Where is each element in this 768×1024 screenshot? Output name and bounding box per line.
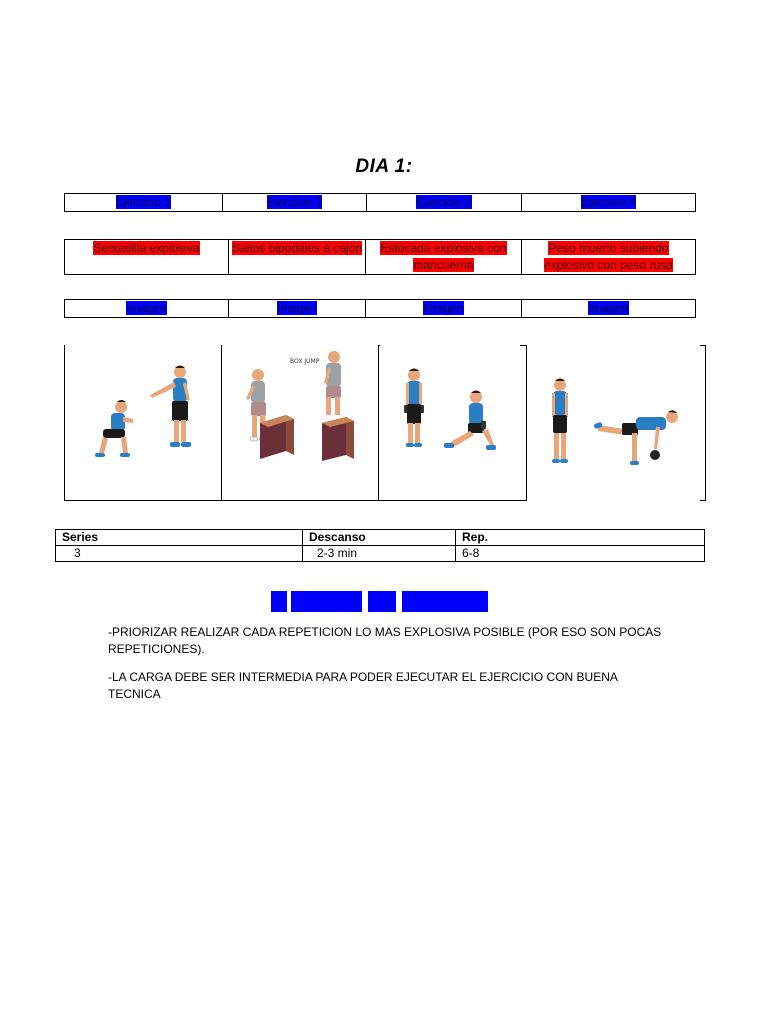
sets-header-rest: Descanso [302, 529, 456, 546]
panel-divider [378, 345, 379, 501]
bracket-tick [700, 500, 706, 501]
bracket-left [64, 345, 65, 501]
box-jump-illustration: BOX JUMP [222, 345, 378, 501]
strip-bottom-border [64, 500, 526, 501]
exercise-name-4: Peso muerto subiendo explosivo con pesa … [544, 241, 673, 272]
image-label-cell-4: Imagen [521, 299, 696, 318]
deadlift-illustration [534, 345, 699, 501]
exercise-names-table: Sentadilla explosiva Saltos bipodales a … [64, 239, 696, 275]
highlight-bar [402, 591, 488, 612]
sets-value-rest: 2-3 min [302, 545, 456, 562]
page-title: DIA 1: [355, 156, 413, 177]
image-label-4: Imagen [588, 301, 629, 315]
sets-table: Series Descanso Rep. 3 2-3 min 6-8 [55, 529, 705, 562]
exercise-cell-1: Sentadilla explosiva [64, 239, 229, 275]
squat-jump-illustration [65, 345, 221, 501]
exercise-cell-3: Estocada explosiva con mancuerna [365, 239, 522, 275]
header-label-1: Ejercicio 1 [115, 195, 172, 209]
box-jump-caption: BOX JUMP [290, 358, 320, 365]
bracket-tick [520, 345, 526, 346]
sets-header-reps: Rep. [455, 529, 705, 546]
highlight-bar [271, 591, 287, 612]
header-label-4: Ejercicio 4 [580, 195, 637, 209]
lunge-illustration [380, 345, 526, 501]
bracket-tick [700, 345, 706, 346]
sets-header-series: Series [55, 529, 303, 546]
note-1: -PRIORIZAR REALIZAR CADA REPETICION LO M… [108, 625, 662, 656]
exercise-cell-2: Saltos bipodales a cajon [228, 239, 366, 275]
exercise-illustrations: BOX JUMP [64, 345, 706, 501]
header-cell-1: Ejercicio 1 [64, 193, 223, 212]
exercise-name-3: Estocada explosiva con mancuerna [380, 241, 507, 272]
bracket-right [705, 345, 706, 501]
image-label-1: Imagen [126, 301, 167, 315]
image-label-2: Imagen [276, 301, 318, 315]
sets-value-series: 3 [55, 545, 303, 562]
header-cell-3: Ejercicio 3 [366, 193, 522, 212]
panel-divider [526, 345, 527, 501]
highlight-bar [291, 591, 362, 612]
note-2: -LA CARGA DEBE SER INTERMEDIA PARA PODER… [108, 670, 618, 701]
highlight-bar [368, 591, 396, 612]
header-cell-4: Ejercicio 4 [521, 193, 696, 212]
exercise-cell-4: Peso muerto subiendo explosivo con pesa … [521, 239, 696, 275]
image-label-cell-3: Imagen [365, 299, 522, 318]
header-label-3: Ejercicio 3 [416, 195, 472, 209]
image-label-cell-1: Imagen [64, 299, 229, 318]
sets-value-reps: 6-8 [455, 545, 705, 562]
exercise-name-1: Sentadilla explosiva [93, 241, 200, 255]
header-cell-2: Ejercicio 2 [222, 193, 367, 212]
image-label-cell-2: Imagen [228, 299, 366, 318]
image-label-table: Imagen Imagen Imagen Imagen [64, 299, 696, 318]
image-label-3: Imagen [423, 301, 464, 315]
exercise-header-table: Ejercicio 1 Ejercicio 2 Ejercicio 3 Ejer… [64, 193, 696, 212]
header-label-2: Ejercicio 2 [266, 195, 323, 209]
exercise-name-2: Saltos bipodales a cajon [231, 241, 363, 255]
panel-divider [221, 345, 222, 501]
